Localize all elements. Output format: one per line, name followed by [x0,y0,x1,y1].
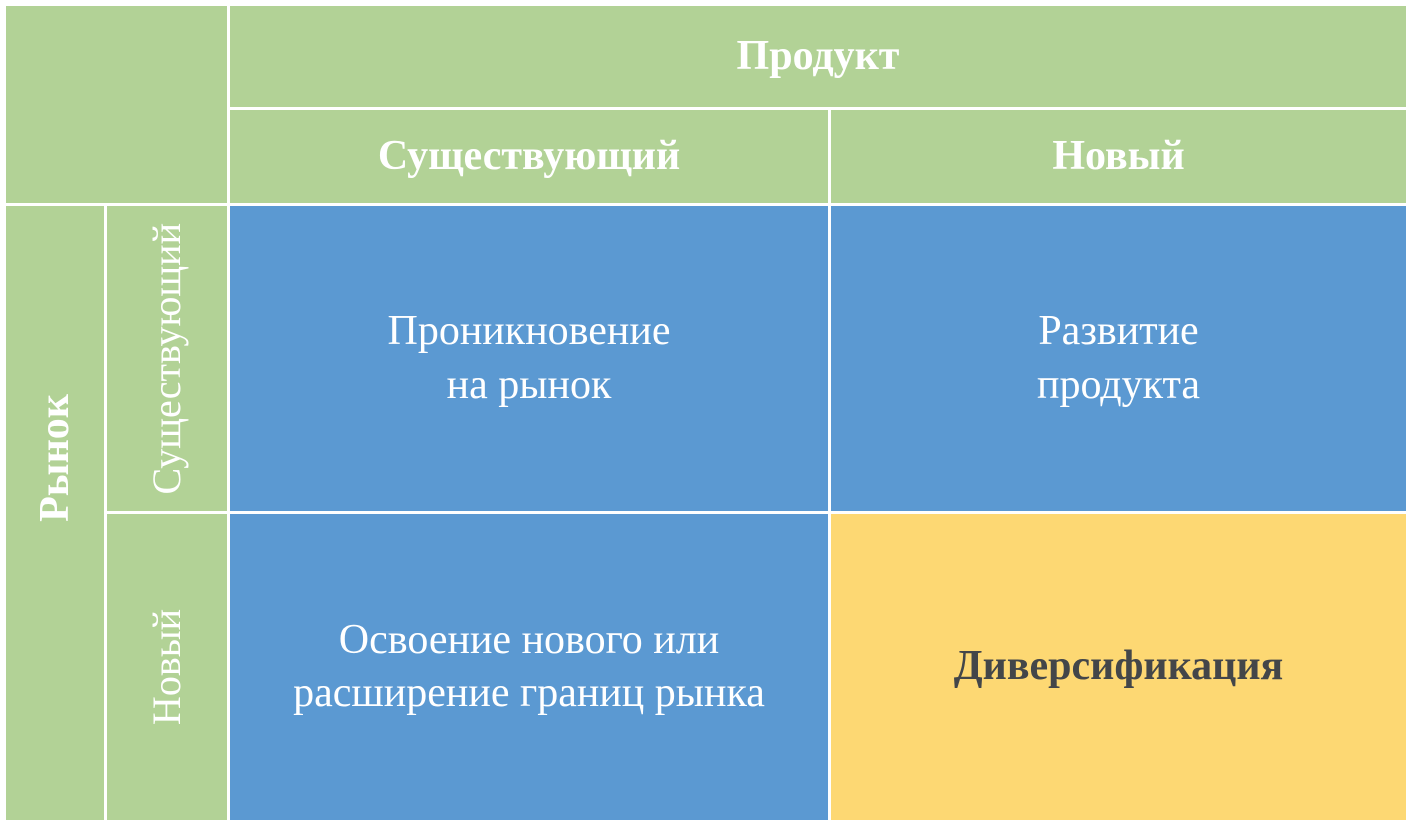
product-new-label: Новый [1052,133,1185,180]
cell-diversification: Диверсификация [831,514,1406,820]
product-new-header: Новый [831,110,1406,203]
market-existing-header: Существующий [107,206,227,511]
cell-market-penetration-label: Проникновение на рынок [387,308,671,408]
corner-cell [6,6,227,203]
cell-market-development-label: Освоение нового или расширение границ ры… [293,616,765,716]
market-new-header: Новый [107,514,227,820]
cell-market-development: Освоение нового или расширение границ ры… [230,514,828,820]
market-axis-header: Рынок [6,206,104,820]
market-axis-title: Рынок [32,394,78,522]
cell-diversification-label: Диверсификация [953,643,1284,690]
product-axis-title: Продукт [736,33,900,80]
market-new-label: Новый [144,608,189,726]
product-axis-header: Продукт [230,6,1406,107]
cell-product-development: Развитие продукта [831,206,1406,511]
market-existing-label: Существующий [144,222,189,495]
product-existing-header: Существующий [230,110,828,203]
cell-market-penetration: Проникновение на рынок [230,206,828,511]
cell-product-development-label: Развитие продукта [1037,308,1200,408]
product-existing-label: Существующий [377,133,681,180]
